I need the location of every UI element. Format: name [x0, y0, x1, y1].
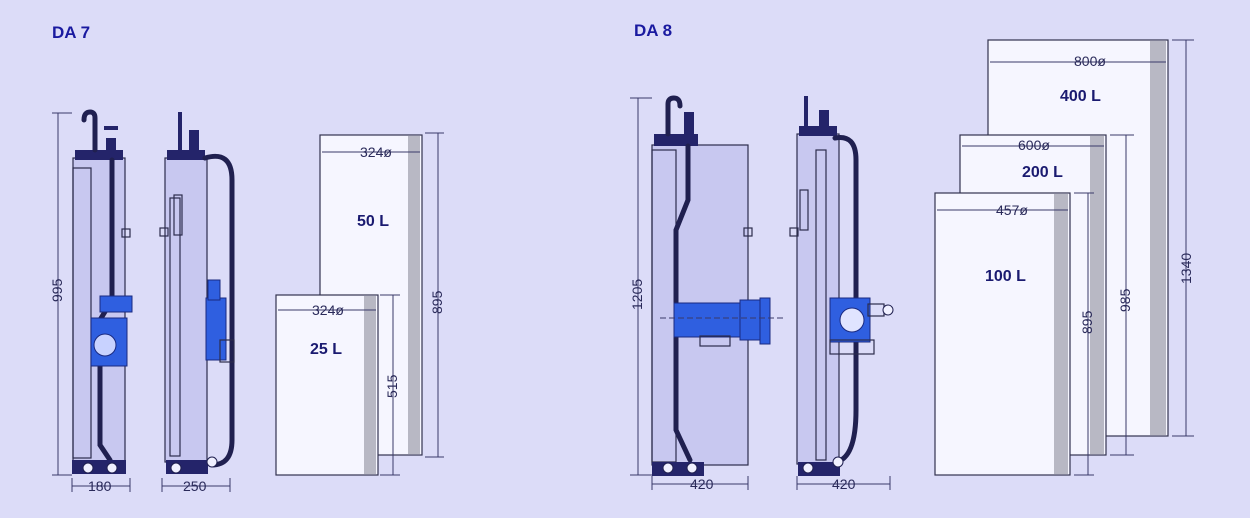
da8-tank400-volume: 400 L: [1060, 88, 1101, 105]
da7-side-view: [159, 112, 235, 474]
da7-height-label: 995: [49, 278, 65, 302]
da7-side-body: [164, 157, 208, 463]
da8-front-width-dimension: 420: [651, 476, 749, 492]
da7-tank25-height: 515: [384, 374, 400, 398]
da8-tank400-diameter: 800ø: [1074, 53, 1106, 69]
da8-tank400-height-dimension: 1340: [1172, 39, 1194, 437]
da7-title: DA 7: [52, 23, 90, 42]
da7-tank25-diameter: 324ø: [312, 302, 344, 318]
da8-tank200-height: 985: [1117, 288, 1133, 312]
da8-tank100-height: 895: [1079, 310, 1095, 334]
da8-front-view: [651, 95, 785, 476]
da8-height-dimension: 1205: [629, 97, 652, 476]
da7-tank50-height-dimension: 895: [425, 132, 445, 458]
da8-tank100-height-dimension: 895: [1074, 192, 1095, 476]
da7-side-pump: [205, 297, 227, 361]
da8-tank-100l: 457ø 100 L: [934, 192, 1071, 476]
da7-tank50-volume: 50 L: [357, 213, 389, 230]
da7-tank50-height: 895: [429, 290, 445, 314]
da8-tank200-volume: 200 L: [1022, 164, 1063, 181]
da8-title: DA 8: [634, 21, 672, 40]
da8-front-pump: [673, 302, 743, 338]
da8-side-view: [789, 96, 894, 476]
da7-side-width-label: 250: [183, 478, 207, 494]
da8-tank200-diameter: 600ø: [1018, 137, 1050, 153]
da7-tank-25l: 324ø 25 L: [275, 294, 379, 476]
da8-tank100-volume: 100 L: [985, 268, 1026, 285]
da8-side-width-dimension: 420: [796, 476, 891, 492]
da8-front-width-label: 420: [690, 476, 714, 492]
da7-front-view: [72, 109, 133, 474]
da8-tank200-height-dimension: 985: [1110, 134, 1134, 456]
da8-tank100-diameter: 457ø: [996, 202, 1028, 218]
da7-front-width-label: 180: [88, 478, 112, 494]
da8-tank400-height: 1340: [1178, 253, 1194, 284]
da7-height-dimension: 995: [49, 112, 72, 476]
da7-tank50-diameter: 324ø: [360, 144, 392, 160]
da7-side-width-dimension: 250: [161, 478, 231, 494]
da7-front-width-dimension: 180: [71, 478, 131, 494]
da8-height-label: 1205: [629, 279, 645, 310]
da7-tank25-volume: 25 L: [310, 341, 342, 358]
da8-side-width-label: 420: [832, 476, 856, 492]
da7-tank25-height-dimension: 515: [380, 294, 400, 476]
